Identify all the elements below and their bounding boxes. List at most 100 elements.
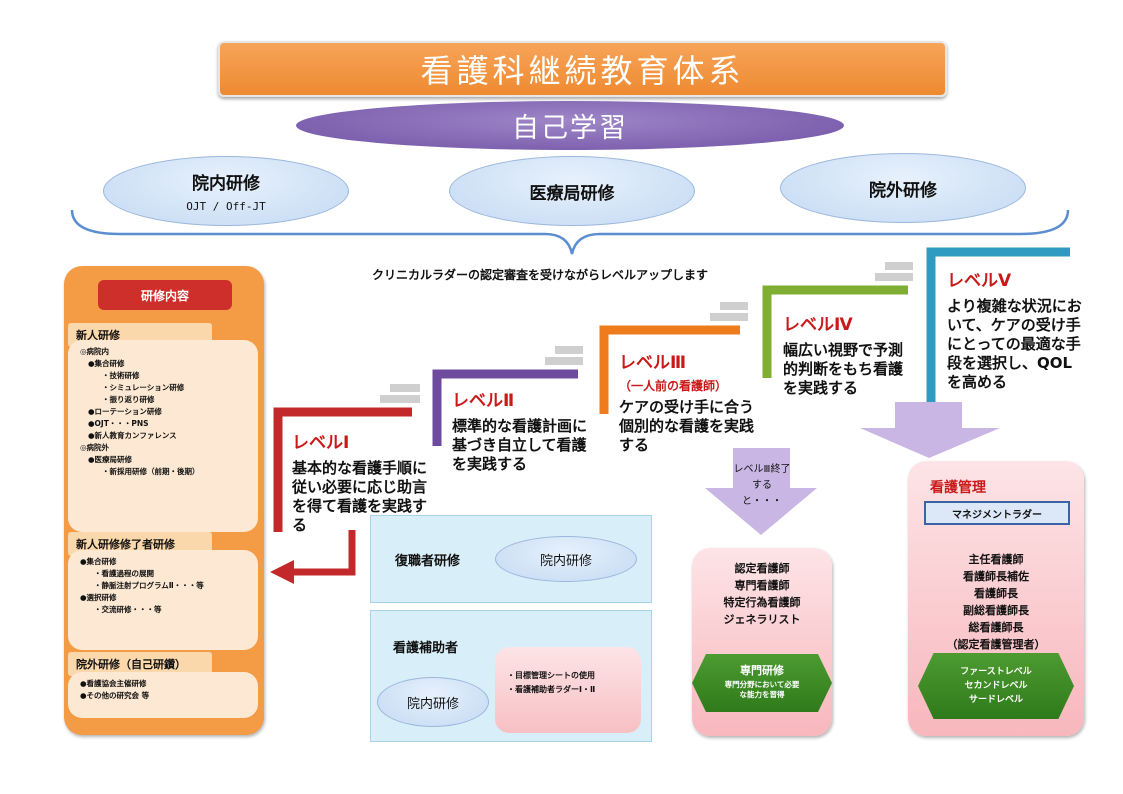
level5-down-arrow (860, 402, 1000, 458)
assistant-oval: 院内研修 (377, 677, 489, 727)
stairs-icon (380, 395, 420, 403)
role-item: （認定看護管理者） (946, 638, 1046, 651)
returnee-oval-label: 院内研修 (539, 553, 592, 569)
level3-step (599, 325, 740, 414)
external-training-label: 院外研修 (869, 180, 937, 201)
role-item: 専門看護師 (734, 579, 790, 592)
level4-block: レベルⅣ 幅広い視野で予測的判断をもち看護を実践する (783, 310, 911, 398)
level2-name: レベルⅡ (452, 391, 515, 411)
specialist-card: 認定看護師 専門看護師 特定行為看護師 ジェネラリスト 専門研修 専門分野におい… (692, 548, 832, 736)
list-item: ・振り返り研修 (102, 395, 155, 404)
stairs-icon (885, 262, 913, 270)
ladder-message: クリニカルラダーの認定審査を受けながらレベルアップします (372, 268, 709, 282)
role-item: 看護師長補佐 (963, 570, 1029, 583)
level3-block: レベルⅢ （一人前の看護師） ケアの受け手に合う個別的な看護を実践する (619, 348, 755, 455)
list-item: ◎病院外 (80, 443, 110, 452)
list-item: ●新人教育カンファレンス (88, 431, 177, 440)
assistant-training-box: 看護補助者 院内研修 ・目標管理シートの使用 ・看護補助者ラダーⅠ・Ⅱ (370, 610, 652, 742)
list-item: ●集合研修 (88, 359, 125, 368)
level3-down-arrow (705, 448, 817, 535)
list-item: ●医療局研修 (88, 455, 133, 464)
in-hospital-training-label: 院内研修 (192, 174, 260, 194)
assistant-items-box: ・目標管理シートの使用 ・看護補助者ラダーⅠ・Ⅱ (495, 647, 641, 733)
level4-text: 幅広い視野で予測的判断をもち看護を実践する (783, 341, 904, 397)
medical-bureau-training-oval: 医療局研修 (449, 156, 695, 226)
returnee-oval: 院内研修 (495, 536, 637, 582)
return-arrow (292, 530, 356, 576)
list-item: ・看護過程の展開 (94, 569, 154, 578)
assistant-oval-label: 院内研修 (406, 696, 459, 712)
level3-arrow-text: レベルⅢ終了すると・・・ (733, 464, 791, 507)
level2-step (432, 369, 578, 446)
external-training-oval: 院外研修 (780, 153, 1026, 223)
specialist-training-hex: 専門研修 専門分野において必要な能力を習得 (692, 654, 832, 712)
role-item: 認定看護師 (734, 562, 790, 575)
specialist-roles: 認定看護師 専門看護師 特定行為看護師 ジェネラリスト (692, 560, 832, 628)
management-level-item: サードレベル (968, 695, 1023, 705)
role-item: 看護師長 (974, 587, 1018, 600)
stairs-icon (390, 384, 420, 392)
list-item: ・目標管理シートの使用 (507, 671, 595, 680)
specialist-training-title: 専門研修 (740, 664, 784, 677)
returnee-training-label: 復職者研修 (395, 554, 461, 569)
self-study-oval: 自己学習 (296, 101, 844, 150)
list-item: ●ローテーション研修 (88, 407, 162, 416)
list-item: ・看護補助者ラダーⅠ・Ⅱ (507, 685, 596, 694)
assistant-training-label: 看護補助者 (393, 641, 459, 656)
level5-text: より複雑な状況において、ケアの受け手にとっての最適な手段を選択し、QOLを高める (947, 297, 1082, 391)
in-hospital-training-oval: 院内研修 OJT / Off-JT (103, 156, 349, 226)
list-item: ●集合研修 (80, 557, 117, 566)
role-item: 総看護師長 (968, 621, 1024, 634)
level5-name: レベルⅤ (947, 271, 1012, 291)
curly-brace (70, 209, 1070, 255)
level1-step (273, 407, 412, 532)
level4-step (762, 285, 908, 378)
level3-sub: （一人前の看護師） (619, 379, 728, 393)
level2-text: 標準的な看護計画に基づき自立して看護を実践する (452, 417, 588, 473)
list-item: ・静脈注射プログラムⅡ・・・等 (94, 581, 204, 590)
stairs-icon (875, 273, 913, 281)
level1-text: 基本的な看護手順に従い必要に応じ助言を得て看護を実践する (292, 459, 428, 534)
level2-block: レベルⅡ 標準的な看護計画に基づき自立して看護を実践する (452, 386, 588, 474)
management-level-item: セカンドレベル (964, 681, 1028, 691)
role-item: 主任看護師 (968, 553, 1024, 566)
return-arrow-head (270, 560, 294, 584)
management-ladder-label: マネジメントラダー (924, 501, 1070, 525)
medical-bureau-training-label: 医療局研修 (529, 183, 615, 204)
list-item: ◎病院内 (80, 347, 110, 356)
list-item: ●OJT・・・PNS (88, 419, 149, 428)
in-hospital-training-sub: OJT / Off-JT (186, 200, 266, 213)
stairs-icon (545, 357, 583, 365)
level5-block: レベルⅤ より複雑な状況において、ケアの受け手にとっての最適な手段を選択し、QO… (947, 266, 1082, 392)
level4-name: レベルⅣ (783, 315, 853, 335)
role-item: 特定行為看護師 (723, 596, 801, 609)
management-title: 看護管理 (930, 480, 986, 496)
management-roles: 主任看護師 看護師長補佐 看護師長 副総看護師長 総看護師長 （認定看護管理者） (908, 551, 1084, 653)
role-item: 副総看護師長 (963, 604, 1029, 617)
new-staff-box: ◎病院内 ●集合研修 ・技術研修 ・シミュレーション研修 ・振り返り研修 ●ロー… (68, 340, 258, 532)
external-self-study-box: ●看護協会主催研修 ●その他の研究会 等 (68, 672, 258, 718)
list-item: ・シミュレーション研修 (102, 383, 185, 392)
level3-name: レベルⅢ (619, 353, 687, 373)
list-item: ・交流研修・・・等 (94, 605, 162, 614)
list-item: ・技術研修 (102, 371, 140, 380)
list-item: ・新採用研修（前期・後期） (102, 467, 200, 476)
training-content-header: 研修内容 (98, 280, 232, 310)
list-item: ●その他の研究会 等 (80, 691, 150, 700)
page-title: 看護科継続教育体系 (218, 41, 947, 97)
list-item: ●選択研修 (80, 593, 117, 602)
level3-text: ケアの受け手に合う個別的な看護を実践する (619, 398, 755, 454)
completed-staff-box: ●集合研修 ・看護過程の展開 ・静脈注射プログラムⅡ・・・等 ●選択研修 ・交流… (68, 550, 258, 650)
stairs-icon (720, 302, 748, 310)
level1-name: レベルⅠ (292, 433, 350, 453)
list-item: ●看護協会主催研修 (80, 679, 147, 688)
role-item: ジェネラリスト (723, 613, 801, 626)
stairs-icon (555, 346, 583, 354)
returnee-training-box: 復職者研修 院内研修 (370, 515, 652, 603)
management-levels-hex: ファーストレベル セカンドレベル サードレベル (918, 653, 1074, 719)
level5-step (926, 247, 1070, 418)
management-level-item: ファーストレベル (960, 667, 1032, 677)
stairs-icon (710, 313, 748, 321)
level1-block: レベルⅠ 基本的な看護手順に従い必要に応じ助言を得て看護を実践する (292, 428, 432, 535)
